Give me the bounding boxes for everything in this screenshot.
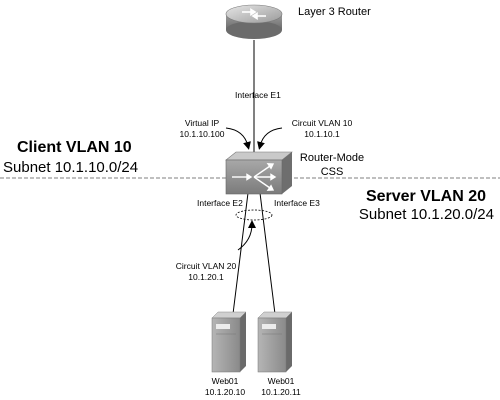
- link-e3-line: [259, 192, 277, 323]
- virtual-ip-title: Virtual IP: [184, 118, 220, 128]
- router-icon: [225, 4, 283, 39]
- css-label-line2: CSS: [320, 166, 344, 178]
- circuit-vlan20-ellipse: [235, 209, 273, 221]
- server-vlan-title: Server VLAN 20: [365, 188, 486, 205]
- server1-ip: 10.1.20.10: [204, 387, 246, 397]
- server1-name: Web01: [211, 376, 239, 386]
- circuit-vlan10-address: 10.1.10.1: [304, 129, 340, 139]
- css-switch-icon: [225, 151, 293, 195]
- client-vlan-subnet: Subnet 10.1.10.0/24: [3, 159, 139, 176]
- virtual-ip-arrow: [225, 127, 251, 150]
- circuit-vlan10-arrow: [257, 127, 283, 150]
- link-e2-line: [231, 192, 249, 323]
- circuit-vlan20-title: Circuit VLAN 20: [175, 261, 237, 271]
- circuit-vlan20-address: 10.1.20.1: [188, 272, 224, 282]
- server-icon: [211, 311, 247, 373]
- router-label: Layer 3 Router: [298, 6, 371, 18]
- css-label-line1: Router-Mode: [299, 152, 365, 164]
- circuit-vlan10-title: Circuit VLAN 10: [291, 118, 353, 128]
- interface-e2-label: Interface E2: [197, 198, 243, 208]
- client-vlan-title: Client VLAN 10: [17, 139, 132, 156]
- virtual-ip-address: 10.1.10.100: [179, 129, 225, 139]
- server-icon: [257, 311, 293, 373]
- server2-ip: 10.1.20.11: [261, 387, 301, 397]
- circuit-vlan20-arrow: [237, 220, 256, 251]
- interface-e3-label: Interface E3: [274, 198, 320, 208]
- server2-name: Web01: [267, 376, 295, 386]
- server-vlan-subnet: Subnet 10.1.20.0/24: [358, 206, 494, 223]
- uplink-interface-label: Interface E1: [235, 90, 281, 100]
